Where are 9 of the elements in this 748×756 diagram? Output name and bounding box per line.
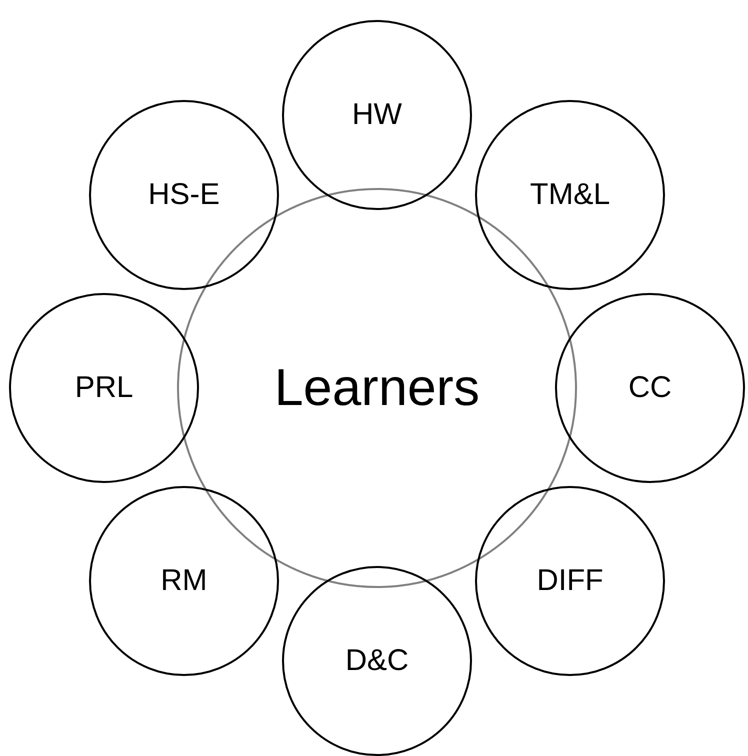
circle-label: Learners [274,358,480,418]
circle-label: PRL [74,371,134,405]
circle-label: D&C [345,644,409,678]
circle-label: RM [160,564,208,598]
circle-label: TM&L [530,178,610,212]
circle-label: HW [352,98,402,132]
circle-label: HS-E [148,178,220,212]
circle-label: DIFF [536,564,604,598]
circle-label: CC [628,371,672,405]
